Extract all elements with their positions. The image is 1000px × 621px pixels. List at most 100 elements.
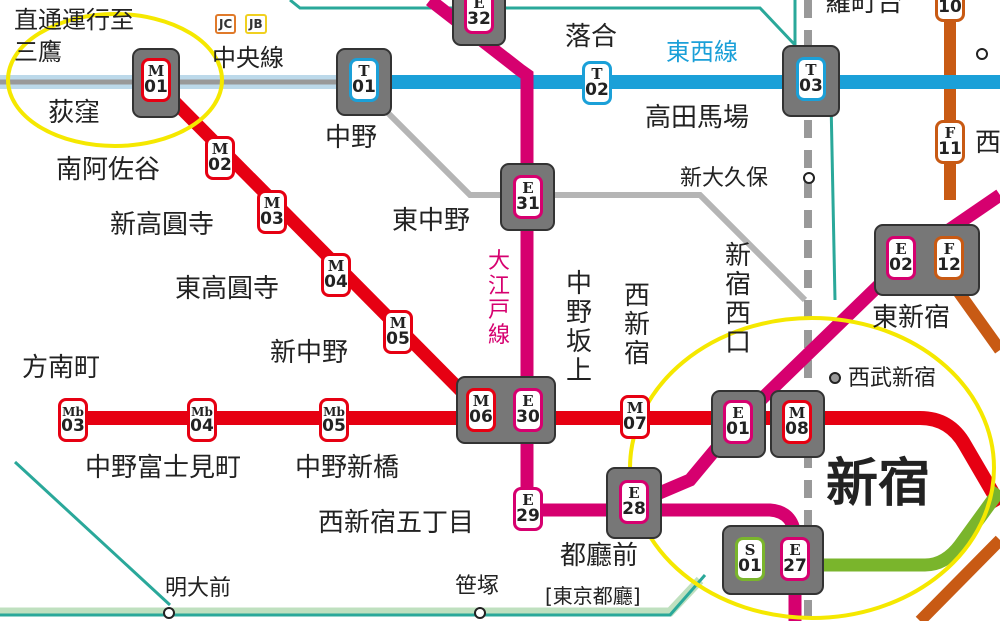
code-number: 31 bbox=[516, 194, 540, 214]
station-code-F10[interactable]: F10 bbox=[935, 0, 965, 22]
code-number: 10 bbox=[938, 0, 962, 17]
code-number: 08 bbox=[785, 419, 809, 439]
station-nakano-fujimicho[interactable]: 中野富士見町 bbox=[85, 453, 242, 483]
station-shin-koenji[interactable]: 新高圓寺 bbox=[110, 210, 215, 240]
station-higashi-nakano[interactable]: 東中野 bbox=[392, 206, 471, 236]
code-letter: M bbox=[788, 404, 806, 422]
code-number: 06 bbox=[469, 407, 493, 427]
station-honancho[interactable]: 方南町 bbox=[22, 353, 101, 383]
station-ogikubo[interactable]: 荻窪 bbox=[48, 98, 101, 128]
code-number: 29 bbox=[516, 506, 540, 526]
code-letter: E bbox=[628, 484, 640, 502]
station-nakano-sakaue[interactable]: 中野坂上 bbox=[565, 269, 592, 387]
station-wakamatsu-partial[interactable]: 羅町台 bbox=[825, 0, 904, 18]
shin-okubo-station-dot[interactable] bbox=[803, 172, 815, 184]
jb-line-chip: JB bbox=[245, 14, 267, 34]
station-ochiai[interactable]: 落合 bbox=[565, 22, 618, 52]
station-nishi-shinjuku-gochome[interactable]: 西新宿五丁目 bbox=[318, 508, 475, 538]
code-letter: M bbox=[263, 194, 281, 212]
station-nishi-partial[interactable]: 西 bbox=[975, 128, 1000, 158]
code-number: 30 bbox=[516, 407, 540, 427]
marunouchi-main bbox=[70, 411, 1000, 509]
seibu-shinjuku-station-dot[interactable] bbox=[829, 372, 841, 384]
code-number: 32 bbox=[467, 9, 491, 29]
code-letter: F bbox=[944, 124, 956, 142]
station-shin-okubo[interactable]: 新大久保 bbox=[680, 166, 769, 191]
code-number: 01 bbox=[144, 77, 168, 97]
station-nakano-shimbashi[interactable]: 中野新橋 bbox=[295, 453, 400, 483]
code-number: 28 bbox=[622, 499, 646, 519]
code-number: 03 bbox=[61, 415, 85, 436]
station-tochomae-sub: [東京都廳] bbox=[545, 584, 641, 608]
code-number: 04 bbox=[324, 272, 348, 292]
station-nakano[interactable]: 中野 bbox=[325, 123, 378, 153]
code-letter: M bbox=[389, 314, 407, 332]
station-meidaimae[interactable]: 明大前 bbox=[165, 576, 232, 601]
code-number: 01 bbox=[352, 77, 376, 97]
code-letter: T bbox=[591, 65, 603, 83]
station-dot-top-right[interactable] bbox=[976, 48, 988, 60]
code-number: 02 bbox=[889, 255, 913, 275]
station-sasazuka[interactable]: 笹塚 bbox=[455, 574, 500, 599]
code-letter: E bbox=[732, 404, 744, 422]
code-letter: S bbox=[744, 541, 756, 559]
code-number: 12 bbox=[937, 255, 961, 275]
tozai-line-label: 東西線 bbox=[666, 38, 738, 66]
station-higashi-shinjuku[interactable]: 東新宿 bbox=[872, 303, 951, 333]
station-tochomae[interactable]: 都廳前 bbox=[560, 541, 639, 571]
code-number: 27 bbox=[783, 556, 807, 576]
code-number: 01 bbox=[738, 556, 762, 576]
code-number: 05 bbox=[386, 329, 410, 349]
orange-line-bottom bbox=[915, 535, 1000, 621]
sasazuka-station-dot[interactable] bbox=[474, 607, 486, 619]
station-higashi-koenji[interactable]: 東高圓寺 bbox=[175, 274, 280, 304]
code-number: 01 bbox=[726, 419, 750, 439]
code-letter: M bbox=[327, 257, 345, 275]
code-letter: E bbox=[895, 240, 907, 258]
oedo-line-label: 大江戸線 bbox=[487, 249, 510, 348]
shinjuku-line bbox=[795, 486, 1000, 572]
station-nishi-shinjuku[interactable]: 西新宿 bbox=[623, 281, 650, 370]
code-number: 11 bbox=[938, 139, 962, 159]
teal-line-left bbox=[13, 460, 172, 607]
station-shin-nakano[interactable]: 新中野 bbox=[270, 338, 349, 368]
station-seibu-shinjuku[interactable]: 西武新宿 bbox=[848, 366, 937, 391]
chuo-line-label: 中央線 bbox=[212, 44, 284, 72]
highlight-ogikubo bbox=[6, 12, 224, 148]
station-shinjuku[interactable]: 新宿 bbox=[826, 454, 931, 514]
station-takadanobaba[interactable]: 高田馬場 bbox=[645, 103, 750, 133]
meidaimae-station-dot[interactable] bbox=[163, 607, 175, 619]
code-letter: F bbox=[943, 240, 955, 258]
station-shinjuku-nishiguchi[interactable]: 新宿西口 bbox=[724, 241, 751, 359]
code-number: 03 bbox=[799, 76, 823, 96]
code-number: 07 bbox=[623, 414, 647, 434]
code-letter: E bbox=[522, 179, 534, 197]
station-minami-asagaya[interactable]: 南阿佐谷 bbox=[56, 155, 161, 185]
